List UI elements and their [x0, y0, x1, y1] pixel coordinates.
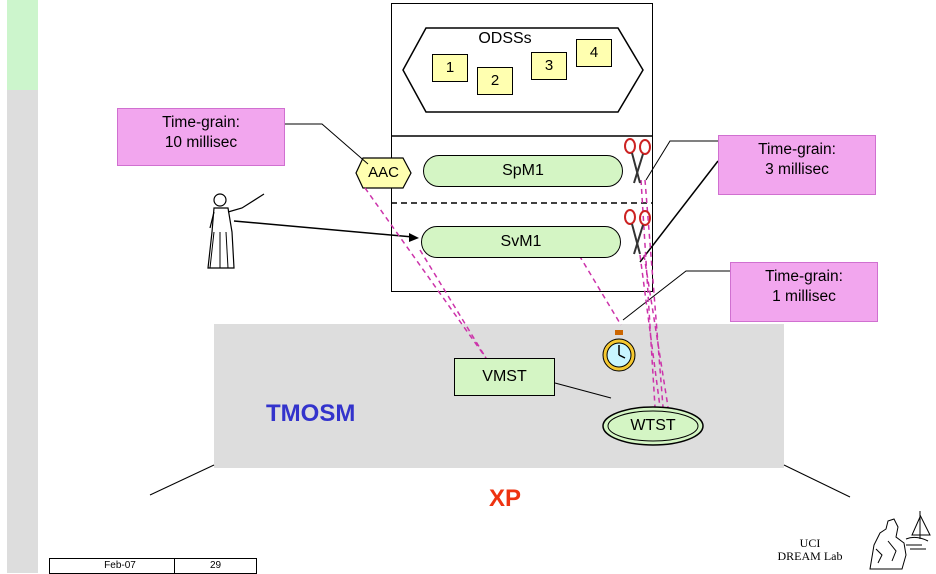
leader-tg10 — [285, 123, 369, 165]
aac-hexagon — [355, 157, 412, 189]
footer-date: Feb-07 — [49, 558, 175, 574]
scissors-icon — [624, 209, 651, 255]
callout-time-grain-10: Time-grain: 10 millisec — [117, 108, 285, 166]
dashed-links — [364, 179, 669, 408]
callout-time-grain-3: Time-grain: 3 millisec — [718, 135, 876, 195]
wtst-ellipse — [602, 406, 704, 446]
leader-tg3-a — [645, 140, 718, 181]
callout-line-2: 1 millisec — [772, 288, 836, 305]
odss-label: ODSSs — [478, 30, 532, 47]
lab-line-1: UCI — [799, 536, 821, 550]
lab-line-2: DREAM Lab — [777, 549, 843, 563]
footer-page-number: 29 — [174, 558, 257, 574]
lab-name: UCI DREAM Lab — [760, 537, 860, 563]
leader-tg3-b — [639, 160, 719, 263]
sidebar-accent — [7, 0, 38, 90]
thinker-statue-icon — [869, 511, 931, 570]
callout-line-1: Time-grain: — [162, 114, 240, 131]
wtst-label: WTST — [630, 417, 676, 434]
odss-item-1: 1 — [432, 54, 468, 82]
callout-line-2: 10 millisec — [164, 134, 238, 151]
teacher-figure-icon — [207, 193, 265, 269]
scissors-icon — [624, 138, 651, 184]
xp-label: XP — [489, 485, 522, 512]
svm1-process: SvM1 — [421, 226, 621, 258]
odss-item-2: 2 — [477, 67, 513, 95]
callout-line-1: Time-grain: — [758, 141, 836, 158]
aac-label: AAC — [368, 164, 399, 181]
xp-line-right — [783, 464, 851, 498]
teacher-arrow — [233, 220, 414, 238]
callout-line-2: 3 millisec — [765, 161, 829, 178]
odss-item-4: 4 — [576, 39, 612, 67]
spm1-process: SpM1 — [423, 155, 623, 187]
tmosm-label: TMOSM — [266, 400, 356, 427]
teacher-arrowhead — [409, 233, 419, 242]
vmst-wtst-link — [554, 382, 612, 399]
sidebar-bar — [7, 90, 38, 573]
xp-line-left — [149, 464, 215, 496]
stopwatch-icon — [602, 330, 636, 372]
tmosm-panel — [214, 324, 784, 468]
vmst-box: VMST — [454, 358, 555, 396]
callout-time-grain-1: Time-grain: 1 millisec — [730, 262, 878, 322]
callout-line-1: Time-grain: — [765, 268, 843, 285]
odss-item-3: 3 — [531, 52, 567, 80]
leader-tg1 — [622, 270, 730, 321]
